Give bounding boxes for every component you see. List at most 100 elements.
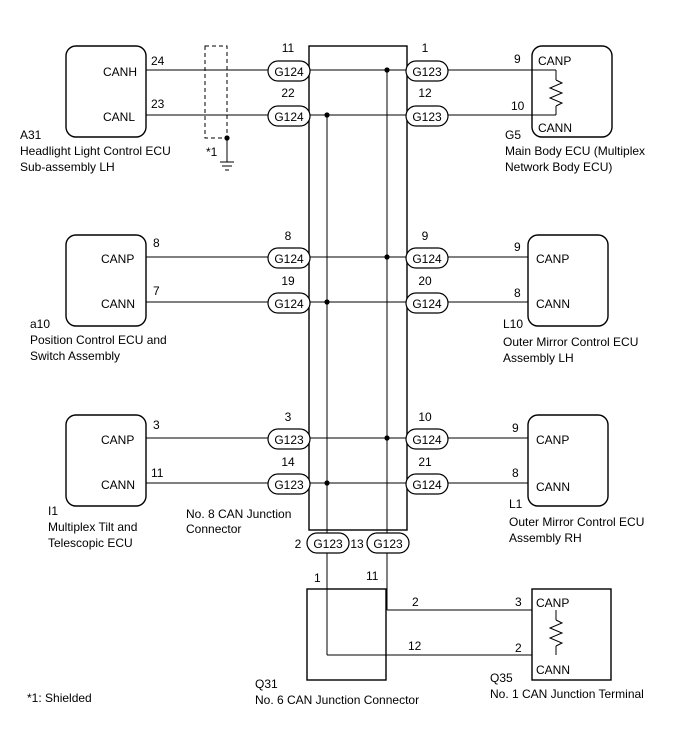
g5-id: G5 [505, 128, 521, 142]
pin-number: 1 [422, 41, 429, 55]
g5-pin-number: 10 [511, 99, 525, 113]
junction-dot [384, 254, 390, 260]
l10-id: L10 [503, 317, 523, 331]
l10-name: Outer Mirror Control ECU [503, 335, 638, 349]
pin-number: 14 [281, 455, 295, 469]
shield-dashed-outline [204, 45, 228, 139]
i1-pin-number: 11 [151, 466, 164, 480]
junction-dot [324, 480, 330, 486]
q31-pin-number: 1 [314, 571, 321, 585]
svg-text:G123: G123 [412, 110, 442, 124]
no8-junction-connector-box [308, 45, 408, 531]
l10-pin-number: 9 [514, 240, 521, 254]
l1-ecu-box [527, 414, 609, 507]
a31-name: Sub-assembly LH [20, 160, 115, 174]
pin-number: 12 [418, 86, 432, 100]
svg-text:G124: G124 [274, 252, 304, 266]
conn-pill-bottom-2: G123 [366, 532, 410, 554]
a31-pin-number: 23 [151, 97, 165, 111]
conn-pill-left-5: G123 [267, 428, 311, 450]
svg-text:G124: G124 [274, 110, 304, 124]
pin-number: 21 [418, 455, 432, 469]
a31-ecu-box [65, 45, 147, 138]
a10-pin-label: CANP [101, 252, 134, 266]
svg-text:G124: G124 [412, 297, 442, 311]
i1-name: Telescopic ECU [48, 536, 133, 550]
conn-pill-right-3: G124 [405, 247, 449, 269]
i1-pin-label: CANP [101, 433, 134, 447]
i1-pin-label: CANN [101, 478, 135, 492]
q35-resistor-icon [548, 619, 564, 647]
conn-pill-left-2: G124 [267, 105, 311, 127]
l10-pin-number: 8 [514, 286, 521, 300]
g5-ecu-box [531, 45, 613, 138]
q35-pin-label: CANN [536, 663, 570, 677]
q31-name: No. 6 CAN Junction Connector [255, 693, 419, 707]
l1-id: L1 [509, 497, 523, 511]
q35-name: No. 1 CAN Junction Terminal [490, 687, 644, 701]
l1-pin-number: 9 [512, 421, 519, 435]
g5-pin-label: CANN [538, 121, 572, 135]
pin-number: 9 [422, 229, 429, 243]
pin-number: 22 [281, 86, 295, 100]
g5-resistor-icon [548, 79, 564, 107]
no8-name: Connector [186, 522, 241, 536]
a31-pin-label: CANH [103, 65, 137, 79]
l1-pin-label: CANN [536, 480, 570, 494]
a10-name: Position Control ECU and [30, 333, 167, 347]
l1-pin-number: 8 [512, 466, 519, 480]
l10-ecu-box [527, 234, 609, 327]
svg-text:G123: G123 [274, 433, 304, 447]
a10-pin-number: 8 [153, 236, 160, 250]
conn-pill-left-6: G123 [267, 473, 311, 495]
i1-id: I1 [48, 504, 58, 518]
conn-pill-left-1: G124 [267, 60, 311, 82]
a10-id: a10 [30, 317, 50, 331]
conn-pill-right-4: G124 [405, 292, 449, 314]
q31-pin-number: 2 [412, 595, 419, 609]
a31-name: Headlight Light Control ECU [20, 144, 171, 158]
l10-name: Assembly LH [503, 351, 574, 365]
g5-pin-number: 9 [514, 52, 521, 66]
i1-pin-number: 3 [153, 418, 160, 432]
a31-id: A31 [20, 128, 42, 142]
conn-pill-left-3: G124 [267, 247, 311, 269]
conn-pill-right-5: G124 [405, 428, 449, 450]
pin-number: 10 [418, 410, 432, 424]
a31-pin-number: 24 [151, 54, 165, 68]
junction-dot [384, 67, 390, 73]
a10-ecu-box [65, 234, 147, 327]
l1-name: Assembly RH [509, 531, 582, 545]
pin-number: 8 [285, 229, 292, 243]
shield-footnote: *1: Shielded [27, 691, 92, 705]
conn-pill-right-1: G123 [405, 60, 449, 82]
g5-pin-label: CANP [538, 54, 571, 68]
svg-text:G124: G124 [274, 65, 304, 79]
l1-pin-label: CANP [536, 433, 569, 447]
q35-id: Q35 [490, 671, 513, 685]
l10-pin-label: CANN [536, 297, 570, 311]
svg-text:G124: G124 [412, 252, 442, 266]
svg-text:G123: G123 [313, 537, 343, 551]
q31-id: Q31 [255, 677, 278, 691]
svg-text:G123: G123 [274, 478, 304, 492]
g5-name: Network Body ECU) [505, 160, 612, 174]
shield-ref-label: *1 [206, 145, 218, 159]
pin-number: 2 [295, 537, 302, 551]
conn-pill-right-2: G123 [405, 105, 449, 127]
pin-number: 19 [281, 274, 295, 288]
q35-junction-terminal-box [531, 588, 612, 681]
pin-number: 3 [285, 410, 292, 424]
pin-number: 11 [282, 41, 295, 55]
i1-ecu-box [65, 414, 147, 507]
q31-junction-connector-box [306, 588, 387, 681]
a10-name: Switch Assembly [30, 349, 120, 363]
l1-name: Outer Mirror Control ECU [509, 515, 644, 529]
junction-dot [324, 299, 330, 305]
q35-pin-number: 2 [515, 641, 522, 655]
g5-name: Main Body ECU (Multiplex [505, 144, 645, 158]
svg-text:G124: G124 [412, 433, 442, 447]
pin-number: 13 [350, 537, 364, 551]
shield-junction-dot [224, 135, 230, 141]
